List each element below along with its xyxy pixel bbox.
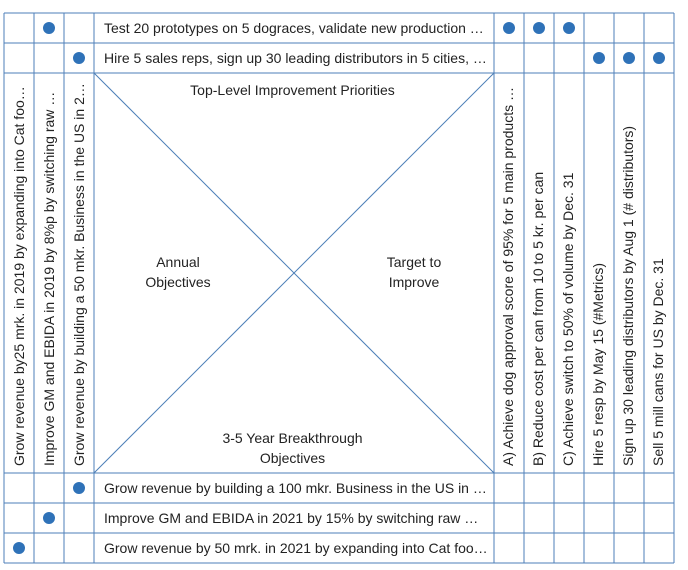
left-column-text: Grow revenue by25 mrk. in 2019 by expand… — [11, 86, 27, 466]
correlation-dot — [43, 22, 55, 34]
bottom-row-text: Grow revenue by 50 mrk. in 2021 by expan… — [104, 540, 488, 556]
bottom-row-text: Grow revenue by building a 100 mkr. Busi… — [104, 480, 487, 496]
diagonal-line — [93, 72, 495, 474]
right-column-text: Hire 5 resp by May 15 (#Metrics) — [590, 262, 606, 466]
center-right-label: Target to Improve — [386, 254, 442, 290]
correlation-dot — [13, 542, 25, 554]
right-column-text: Sign up 30 leading distributors by Aug 1… — [620, 125, 636, 466]
correlation-dot — [503, 22, 515, 34]
correlation-dot — [533, 22, 545, 34]
correlation-dot — [43, 512, 55, 524]
right-column-text: B) Reduce cost per can from 10 to 5 kr. … — [530, 171, 546, 466]
correlation-dot — [73, 52, 85, 64]
bottom-row-text: Improve GM and EBIDA in 2021 by 15% by s… — [104, 510, 479, 526]
correlation-dot — [73, 482, 85, 494]
left-column-text: Grow revenue by building a 50 mkr. Busin… — [71, 83, 87, 466]
correlation-dot — [563, 22, 575, 34]
right-column-text: C) Achieve switch to 50% of volume by De… — [560, 172, 576, 466]
correlation-dot — [623, 52, 635, 64]
right-column-text: Sell 5 mill cans for US by Dec. 31 — [650, 258, 666, 466]
center-bottom-label: 3-5 Year Breakthrough Objectives — [222, 430, 363, 466]
correlation-dot — [593, 52, 605, 64]
left-column-text: Improve GM and EBIDA in 2019 by 8%p by s… — [41, 91, 57, 466]
top-row-text: Hire 5 sales reps, sign up 30 leading di… — [104, 50, 487, 66]
center-top-label: Top-Level Improvement Priorities — [190, 82, 395, 98]
correlation-dot — [653, 52, 665, 64]
center-left-label: Annual Objectives — [145, 254, 211, 290]
right-column-text: A) Achieve dog approval score of 95% for… — [500, 87, 516, 466]
top-row-text: Test 20 prototypes on 5 dograces, valida… — [104, 20, 484, 36]
